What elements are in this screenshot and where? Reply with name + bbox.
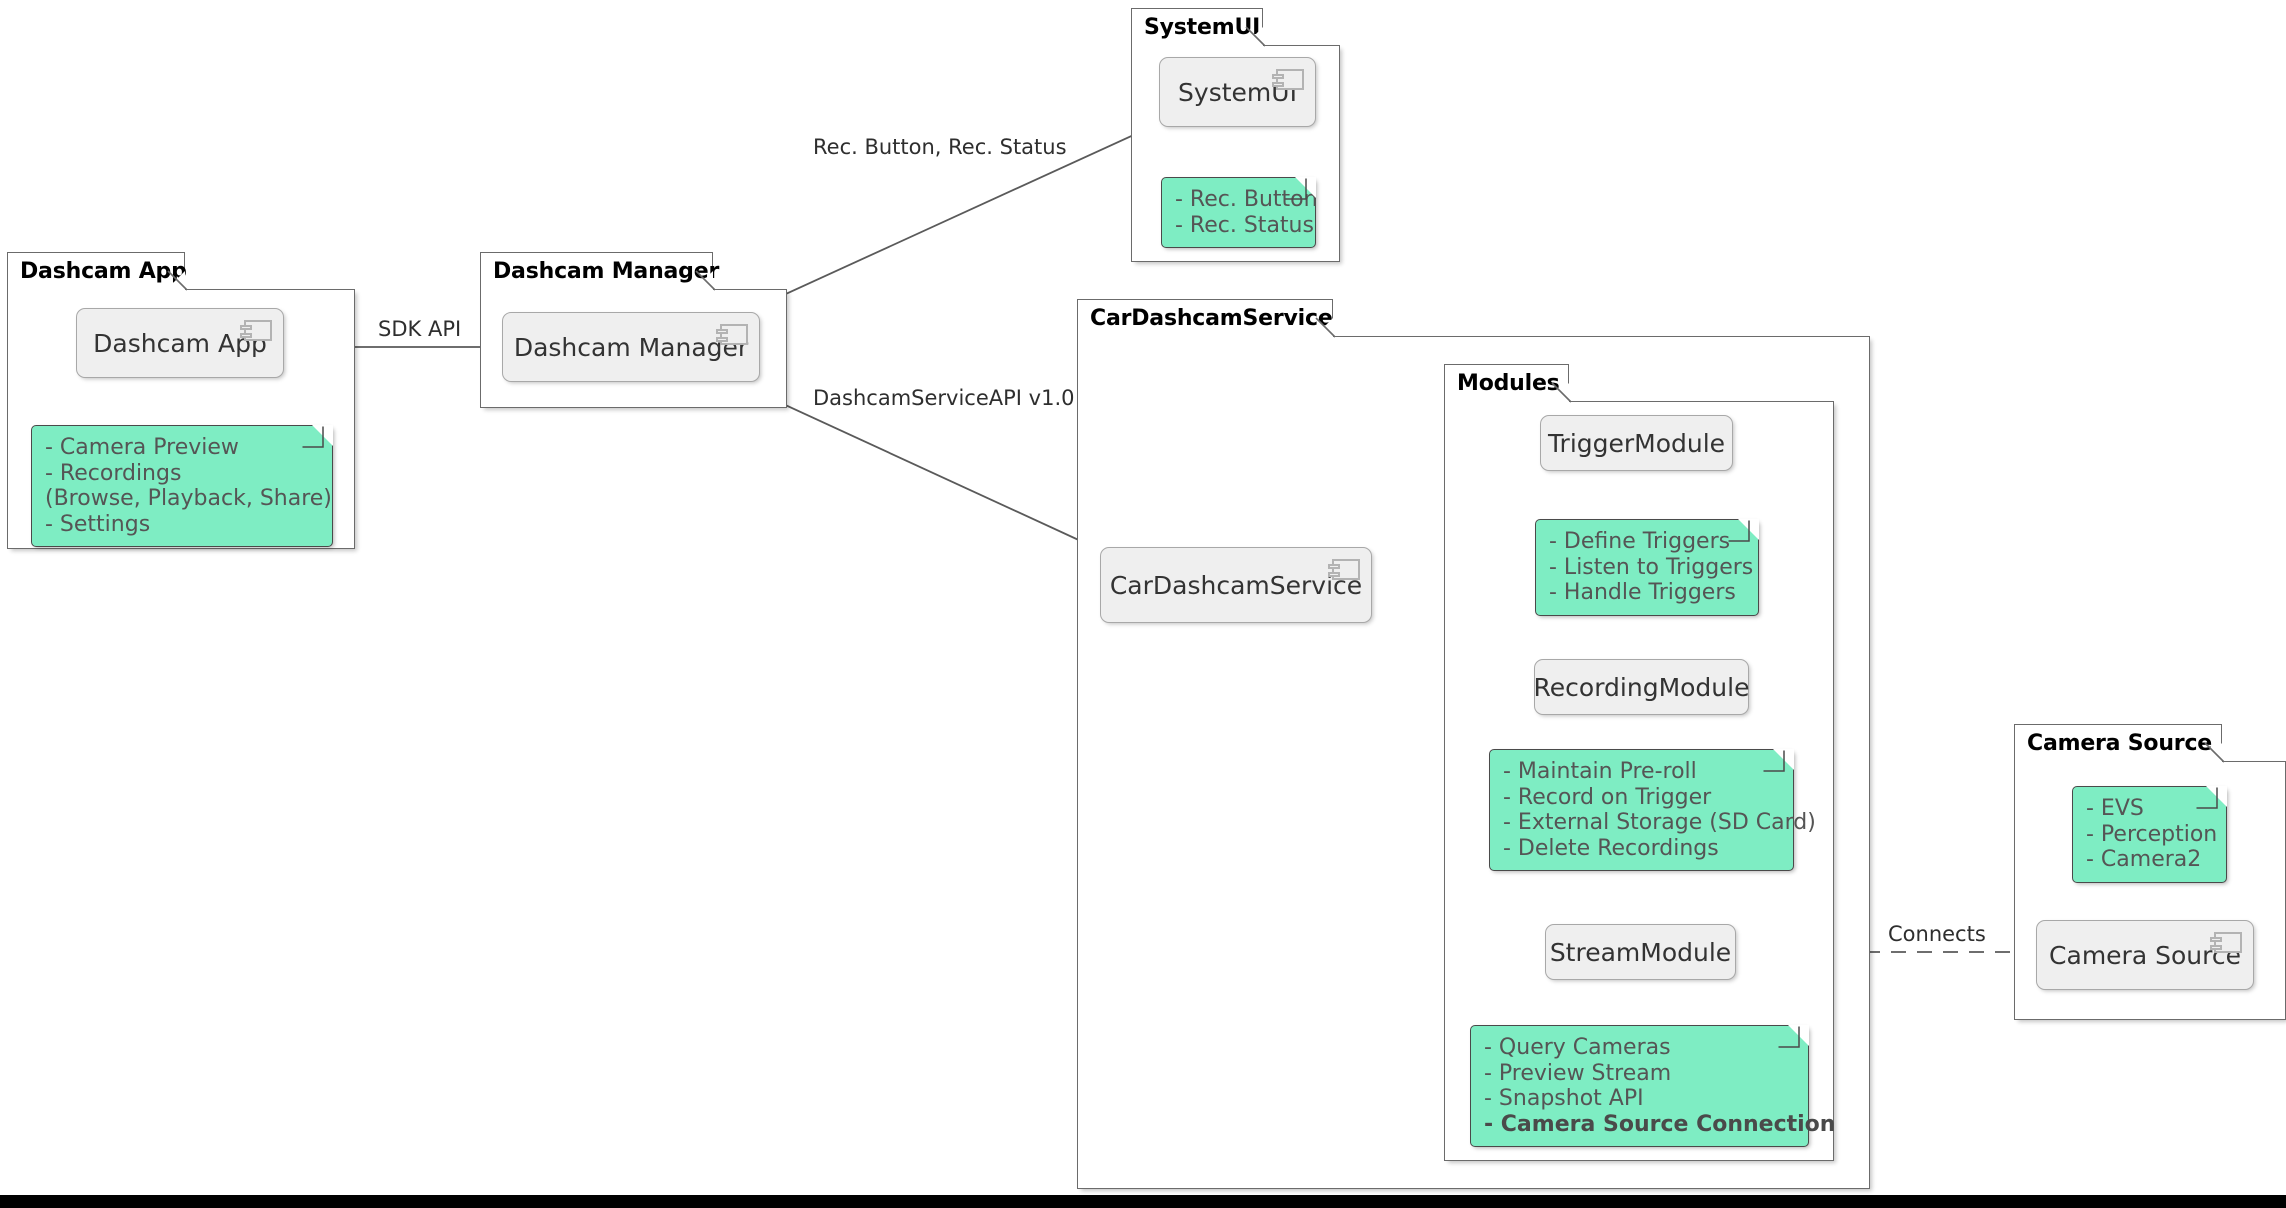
component-systemui[interactable]: SystemUI [1159,57,1316,127]
component-icon [1272,69,1304,90]
package-label-camera-source: Camera Source [2014,724,2222,763]
component-dashcam-manager[interactable]: Dashcam Manager [502,312,760,382]
note-line-emphasized: - Camera Source Connection [1484,1111,1836,1137]
component-icon [240,320,272,341]
component-label: TriggerModule [1547,428,1726,458]
note-systemui: - Rec. Button - Rec. Status [1161,177,1318,248]
component-stream-module[interactable]: StreamModule [1545,924,1736,980]
note-fold-icon [312,425,333,446]
note-line: - Snapshot API [1484,1086,1644,1111]
package-label-modules: Modules [1444,364,1569,403]
note-dashcam-app: - Camera Preview - Recordings (Browse, P… [31,425,333,547]
note-line: - Define Triggers [1549,529,1731,554]
note-line: - Preview Stream [1484,1060,1672,1086]
note-line: - Rec. Status [1175,212,1314,238]
component-camera-source[interactable]: Camera Source [2036,920,2254,990]
note-line: - Record on Trigger [1503,784,1712,810]
package-label-cardashcamservice: CarDashcamService [1077,299,1333,338]
edge-label-connects: Connects [1888,922,1986,946]
note-camera-source: - EVS - Perception - Camera2 [2072,786,2227,883]
component-dashcam-app[interactable]: Dashcam App [76,308,284,378]
component-label: Dashcam Manager [513,332,749,362]
component-icon [1328,559,1360,580]
note-fold-icon [2206,786,2227,807]
note-fold-icon [1773,749,1794,770]
note-line: (Browse, Playback, Share) [45,486,332,511]
note-line: - Rec. Button [1175,187,1318,212]
bottom-bar [0,1195,2286,1208]
component-icon [716,324,748,345]
package-label-systemui: SystemUI [1131,8,1263,47]
note-line: - Camera2 [2086,847,2202,872]
component-label: Dashcam App [93,328,267,358]
component-cardashcamservice[interactable]: CarDashcamService [1100,547,1372,623]
note-line: - External Storage (SD Card) [1503,810,1816,835]
edge-label-dashcamserviceapi: DashcamServiceAPI v1.0 [813,386,1075,410]
note-recording-module: - Maintain Pre-roll - Record on Trigger … [1489,749,1816,871]
component-label: StreamModule [1549,937,1732,967]
note-line: - Handle Triggers [1549,580,1736,605]
component-label: CarDashcamService [1109,570,1363,600]
edge-label-rec-button-status: Rec. Button, Rec. Status [813,135,1067,159]
note-stream-module: - Query Cameras - Preview Stream - Snaps… [1470,1025,1836,1147]
component-icon [2210,932,2242,953]
note-fold-icon [1295,177,1316,198]
note-line: - Perception [2086,821,2218,847]
note-trigger-module: - Define Triggers - Listen to Triggers -… [1535,519,1759,616]
note-line: - Camera Preview [45,435,239,460]
component-label: Camera Source [2049,940,2241,970]
note-line: - Recordings [45,460,182,486]
component-trigger-module[interactable]: TriggerModule [1540,415,1733,471]
note-line: - Delete Recordings [1503,835,1719,861]
note-line: - Maintain Pre-roll [1503,759,1697,784]
component-label: RecordingModule [1533,672,1750,702]
component-recording-module[interactable]: RecordingModule [1534,659,1749,715]
note-line: - Query Cameras [1484,1035,1671,1060]
package-label-dashcam-app: Dashcam App [7,252,187,291]
note-fold-icon [1738,519,1759,540]
note-line: - Settings [45,511,151,537]
note-line: - EVS [2086,796,2144,821]
note-fold-icon [1788,1025,1809,1046]
edge-label-sdk-api: SDK API [378,317,462,341]
note-line: - Listen to Triggers [1549,554,1754,580]
package-label-dashcam-manager: Dashcam Manager [480,252,719,291]
